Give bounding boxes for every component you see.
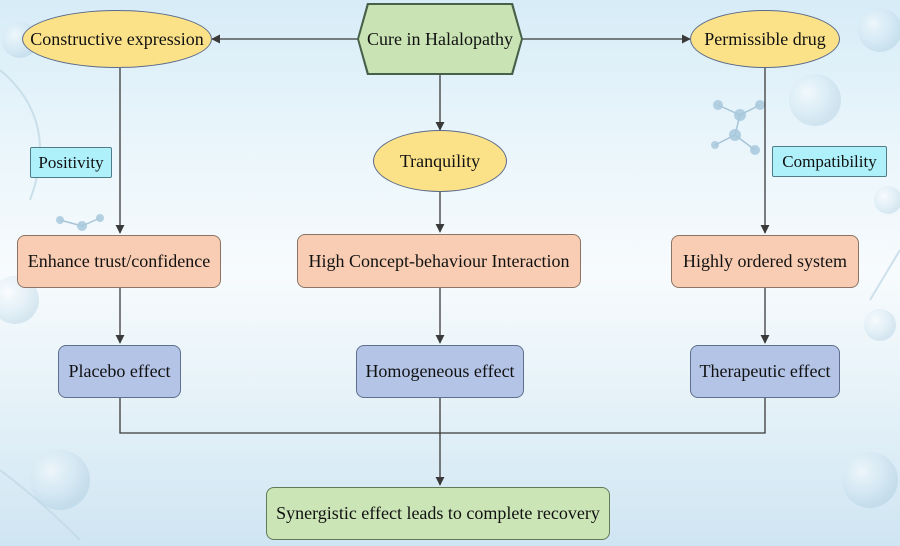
outcome-label: Synergistic effect leads to complete rec…: [276, 503, 600, 523]
mid-center-label: High Concept-behaviour Interaction: [308, 250, 570, 271]
ellipse-right-label: Permissible drug: [704, 28, 826, 49]
box-highly-ordered-system: Highly ordered system: [671, 235, 859, 288]
ellipse-permissible-drug: Permissible drug: [690, 10, 840, 68]
mid-left-label: Enhance trust/confidence: [27, 251, 211, 271]
root-hexagon: Cure in Halalopathy: [359, 5, 521, 73]
mid-right-label: Highly ordered system: [683, 251, 847, 271]
box-enhance-trust: Enhance trust/confidence: [17, 235, 221, 288]
tag-left-label: Positivity: [38, 152, 104, 172]
tag-compatibility: Compatibility: [772, 146, 887, 177]
ellipse-center-label: Tranquility: [399, 150, 481, 171]
effect-right-label: Therapeutic effect: [699, 361, 831, 381]
box-concept-behaviour: High Concept-behaviour Interaction: [297, 234, 581, 288]
tag-right-label: Compatibility: [782, 151, 877, 171]
tag-positivity: Positivity: [30, 147, 112, 178]
ellipse-left-label: Constructive expression: [30, 28, 204, 49]
merge-line: [119, 398, 766, 434]
box-placebo-effect: Placebo effect: [58, 345, 181, 398]
box-synergistic-outcome: Synergistic effect leads to complete rec…: [266, 487, 610, 540]
effect-left-label: Placebo effect: [68, 361, 171, 381]
ellipse-tranquility: Tranquility: [373, 130, 507, 192]
ellipse-constructive-expression: Constructive expression: [22, 10, 212, 68]
box-homogeneous-effect: Homogeneous effect: [356, 345, 524, 398]
root-label: Cure in Halalopathy: [367, 28, 513, 49]
box-therapeutic-effect: Therapeutic effect: [690, 345, 840, 398]
effect-center-label: Homogeneous effect: [365, 361, 515, 381]
